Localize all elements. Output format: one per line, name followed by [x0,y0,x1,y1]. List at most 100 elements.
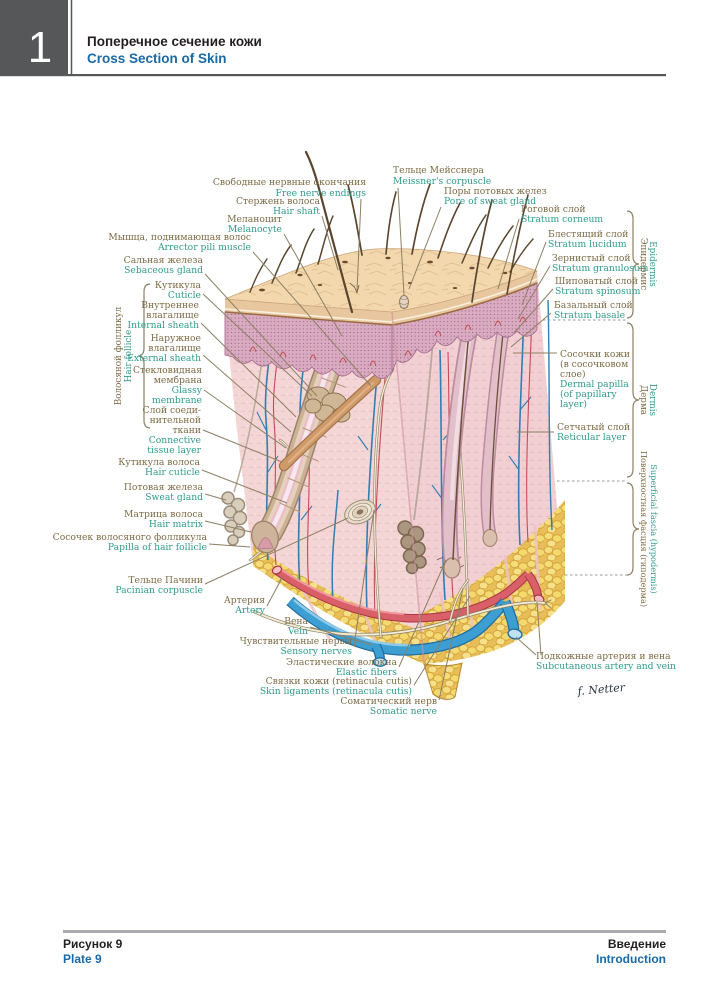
layer-separator-dashes [543,319,627,576]
label-free-nerve-en: Free nerve endings [275,188,366,199]
label-vein-en: Vein [287,626,308,637]
section-name-en: Introduction [596,952,666,966]
label-internal-sheath-ru2: влагалище [146,310,199,321]
lead-lines [200,187,557,701]
rotated-group-labels: Волосяной фолликул Hair follicle Эпидерм… [114,238,659,607]
label-dermal-papilla-ru1: Сосочки кожи [560,349,630,360]
label-glassy-ru2: мембрана [154,375,203,386]
label-sensory-ru: Чувствительные нервы [240,636,352,647]
label-glassy-ru1: Стекловидная [133,365,202,376]
epidermis-brace [626,210,640,319]
label-corneum-en: Stratum corneum [521,214,603,225]
label-internal-sheath-en: Internal sheath [128,320,200,331]
label-connective-ru3: ткани [172,425,201,436]
label-meissner-ru: Тельце Мейсснера [393,165,484,176]
skin-top-surface [224,248,539,313]
fat-region-right [424,500,565,664]
group-dermis-en: Dermis [647,384,657,417]
hair-follicle-right [441,293,512,579]
label-ligaments-ru: Связки кожи (retinacula cutis) [266,676,412,687]
label-subcutaneous-ru: Подкожные артерия и вена [536,651,671,662]
label-papilla-follicle-en: Papilla of hair follicle [108,542,207,553]
label-sensory-en: Sensory nerves [281,646,353,657]
label-arrector-en: Arrector pili muscle [157,242,251,253]
label-glassy-en2: membrane [152,395,202,406]
label-glassy-en1: Glassy [172,385,203,396]
label-hair-cuticle-en: Hair cuticle [145,467,200,478]
label-dermal-papilla-en1: Dermal papilla [560,379,629,390]
label-arrector-ru: Мышца, поднимающая волос [108,232,251,243]
label-ligaments-en: Skin ligaments (retinacula cutis) [260,686,412,697]
annotation-labels: Тельце Мейсснера Meissner's corpuscle Св… [53,165,676,717]
label-basale-en: Stratum basale [554,310,625,321]
chapter-tab [0,0,68,76]
page-header: 1 Поперечное сечение кожи Cross Section … [0,0,666,77]
label-external-sheath-ru1: Наружное [151,333,201,344]
group-hair-follicle-ru: Волосяной фолликул [114,306,124,405]
label-somatic-en: Somatic nerve [370,706,437,717]
subcutaneous-artery [271,565,545,623]
label-external-sheath-ru2: влагалище [148,343,201,354]
label-meissner-en: Meissner's corpuscle [393,176,491,187]
page-title-ru: Поперечное сечение кожи [87,34,262,49]
chapter-number: 1 [28,23,52,72]
label-pore-sweat-ru: Поры потовых желез [444,186,547,197]
group-braces [137,210,640,576]
pacinian-corpuscle [344,499,376,525]
capillary-loops [249,316,527,367]
label-elastic-en: Elastic fibers [336,667,397,678]
group-epidermis-ru: Эпидермис [638,238,648,290]
label-sweat-gland-ru: Потовая железа [124,482,204,493]
hairs [249,150,534,314]
block-corner-edge [391,311,425,665]
label-hair-shaft-en: Hair shaft [273,206,320,217]
label-spinosum-ru: Шиповатый слой [555,276,638,287]
sweat-duct-right [413,339,434,521]
label-lucidum-en: Stratum lucidum [548,239,627,250]
label-pacinian-ru: Тельце Пачини [128,575,203,586]
group-epidermis-en: Epidermis [647,241,657,287]
label-external-sheath-en: External sheath [127,353,201,364]
label-artery-ru: Артерия [224,595,265,606]
page-title-en: Cross Section of Skin [87,51,227,66]
section-name-ru: Введение [608,937,666,951]
label-dermal-papilla-en3: layer) [560,399,587,410]
label-cuticle-ru: Кутикула [155,280,202,291]
label-somatic-ru: Соматический нерв [340,696,437,707]
label-elastic-ru: Эластические волокна [286,657,398,668]
surface-speckles [259,256,508,292]
label-sebaceous-en: Sebaceous gland [124,265,203,276]
label-melanocyte-en: Melanocyte [228,224,282,235]
header-rule [0,74,666,77]
label-dermal-papilla-ru3: слое) [560,369,586,380]
plate-number-en: Plate 9 [63,952,102,966]
label-pacinian-en: Pacinian corpuscle [115,585,203,596]
label-papilla-follicle-ru: Сосочек волосяного фолликула [53,532,208,543]
stratum-corneum-edge [224,271,538,326]
group-hypodermis-en: Superficial fascia (hypodermis) [649,464,659,594]
label-lucidum-ru: Блестящий слой [548,229,628,240]
label-subcutaneous-en: Subcutaneous artery and vein [536,661,676,672]
label-connective-ru2: нительной [150,415,201,426]
label-melanocyte-ru: Меланоцит [227,214,282,225]
label-sebaceous-ru: Сальная железа [124,255,204,266]
meissner-corpuscle [399,295,409,309]
hypodermis-brace [626,482,640,576]
label-spinosum-en: Stratum spinosum [555,286,641,297]
plate-number-ru: Рисунок 9 [63,937,123,951]
label-pore-sweat-en: Pore of sweat gland [444,196,536,207]
footer-rule [63,930,666,933]
artist-signature: f. Netter [576,681,626,698]
label-basale-ru: Базальный слой [554,300,633,311]
dermis-brace [626,322,640,478]
label-granulosum-ru: Зернистый слой [552,253,631,264]
group-dermis-ru: Дерма [638,385,648,415]
label-free-nerve-ru: Свободные нервные окончания [213,177,366,188]
label-dermal-papilla-en2: (of papillary [560,389,617,400]
label-reticular-en: Reticular layer [557,432,627,443]
label-granulosum-en: Stratum granulosum [552,263,649,274]
label-connective-en1: Connective [149,435,201,446]
label-sweat-gland-en: Sweat gland [145,492,203,503]
